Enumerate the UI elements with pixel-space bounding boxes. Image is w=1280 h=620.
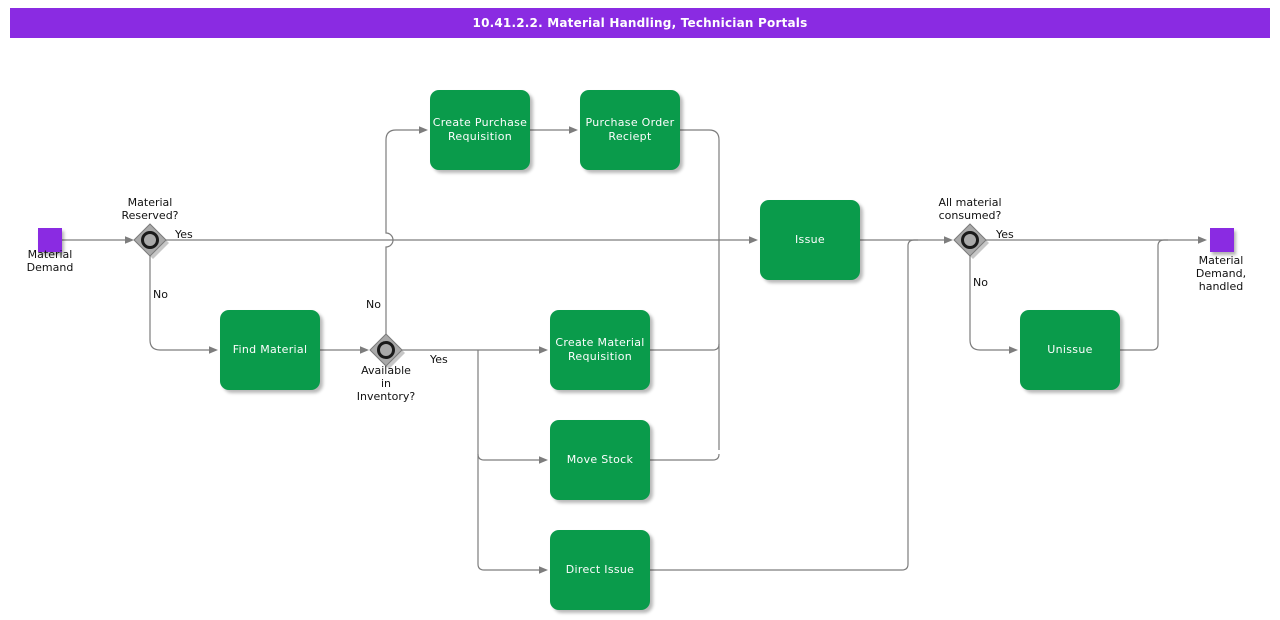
task-label: Purchase Order Reciept [585, 116, 675, 143]
gateway-available-in-inventory [369, 333, 405, 369]
task-label: Unissue [1047, 343, 1093, 356]
edge-branch-move-stock [477, 453, 539, 461]
edge-por-down [680, 129, 720, 450]
task-label: Create Purchase Requisition [432, 116, 528, 143]
edge-label-yes-material-reserved: Yes [175, 228, 193, 241]
gateway-circle-icon [141, 231, 159, 249]
edge-direct-issue-return [650, 239, 918, 571]
start-event-node [38, 228, 62, 252]
gateway-circle-icon [961, 231, 979, 249]
task-direct-issue: Direct Issue [550, 530, 650, 610]
edge-material-reserved-no [149, 256, 209, 351]
start-event-label: Material Demand [26, 248, 74, 274]
task-unissue: Unissue [1020, 310, 1120, 390]
gateway-all-material-consumed [953, 223, 989, 259]
task-issue: Issue [760, 200, 860, 280]
task-label: Direct Issue [565, 563, 635, 576]
edge-consumed-no [969, 256, 1009, 351]
diagram-title-bar: 10.41.2.2. Material Handling, Technician… [10, 8, 1270, 38]
edge-label-yes-available: Yes [430, 353, 448, 366]
task-label: Issue [795, 233, 825, 246]
arrowheads [125, 126, 1207, 574]
task-create-material-requisition: Create Material Requisition [550, 310, 650, 390]
decision-label-all-material-consumed: All material consumed? [938, 196, 1002, 222]
task-label: Create Material Requisition [555, 336, 645, 363]
end-event-node [1210, 228, 1234, 252]
task-purchase-order-reciept: Purchase Order Reciept [580, 90, 680, 170]
edge-move-stock-merge [650, 453, 720, 461]
task-label: Move Stock [566, 453, 634, 466]
edge-unissue-return [1120, 239, 1168, 351]
edge-cmr-merge [650, 343, 720, 351]
end-event-label: Material Demand, handled [1195, 254, 1247, 293]
edge-label-no-material-reserved: No [153, 288, 168, 301]
task-find-material: Find Material [220, 310, 320, 390]
task-move-stock: Move Stock [550, 420, 650, 500]
gateway-circle-icon [377, 341, 395, 359]
diagram-title: 10.41.2.2. Material Handling, Technician… [472, 16, 808, 30]
task-label: Find Material [232, 343, 308, 356]
edge-label-no-available: No [366, 298, 381, 311]
decision-label-available-in-inventory: Available in Inventory? [356, 364, 416, 403]
edge-label-yes-consumed: Yes [996, 228, 1014, 241]
decision-label-material-reserved: Material Reserved? [121, 196, 179, 222]
gateway-material-reserved [133, 223, 169, 259]
task-create-purchase-requisition: Create Purchase Requisition [430, 90, 530, 170]
edge-branch-direct-issue [477, 350, 539, 571]
edge-available-no [385, 129, 419, 334]
edge-label-no-consumed: No [973, 276, 988, 289]
